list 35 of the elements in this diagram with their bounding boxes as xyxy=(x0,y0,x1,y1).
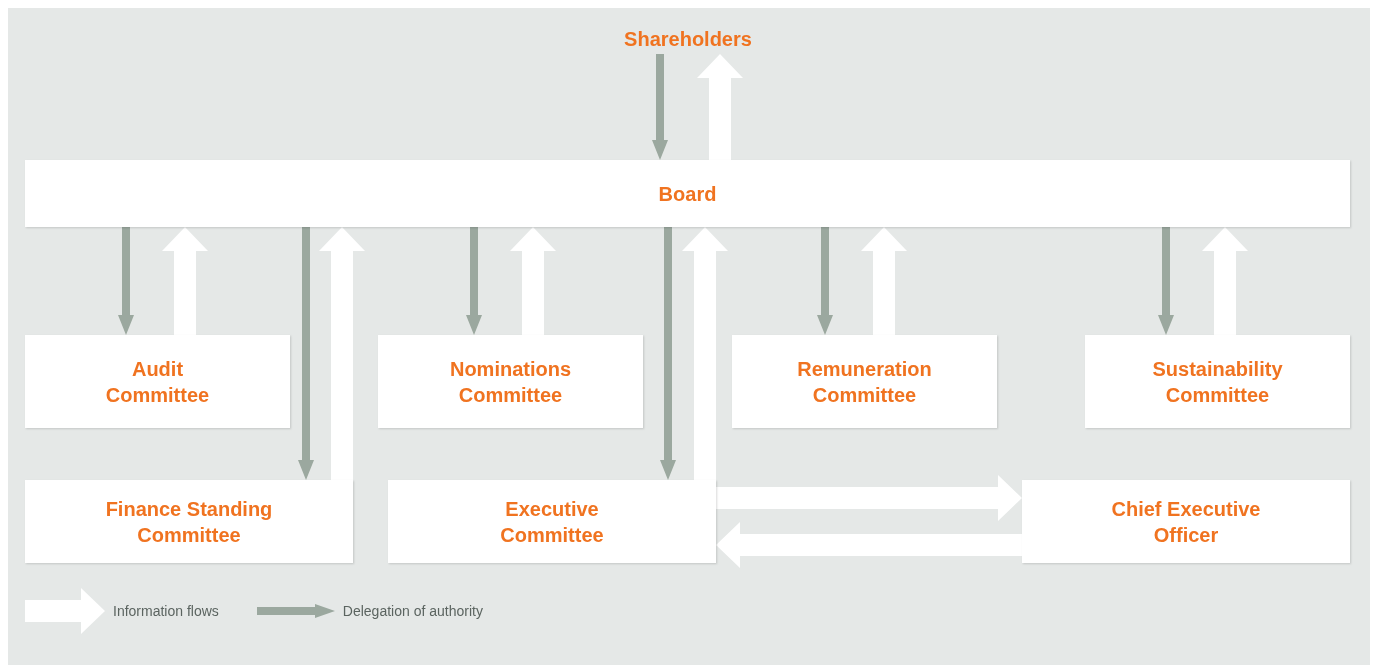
box-title: Nominations Committee xyxy=(448,356,573,408)
committee-box xyxy=(1085,335,1350,428)
legend-text: Delegation of authority xyxy=(342,601,483,621)
committee-box xyxy=(378,335,643,428)
box-title: Finance Standing Committee xyxy=(104,496,274,548)
committee-box xyxy=(1022,480,1350,563)
box-title: Audit Committee xyxy=(104,356,211,408)
box-title: Board xyxy=(658,181,717,207)
committee-box xyxy=(732,335,997,428)
heading-text: Shareholders xyxy=(624,27,752,52)
arrow xyxy=(660,227,676,480)
arrow xyxy=(118,227,134,335)
arrow xyxy=(861,227,907,335)
arrow xyxy=(162,227,208,335)
committee-box xyxy=(25,160,1350,227)
arrow xyxy=(682,227,728,480)
arrow xyxy=(697,54,743,160)
legend-text: Information flows xyxy=(113,601,219,621)
box-title: Remuneration Committee xyxy=(796,356,933,408)
committee-box xyxy=(388,480,716,563)
arrow xyxy=(510,227,556,335)
committee-box xyxy=(25,335,290,428)
box-title: Executive Committee xyxy=(499,496,605,548)
arrow xyxy=(716,475,1022,521)
arrow xyxy=(1202,227,1248,335)
arrow xyxy=(652,54,668,160)
arrow xyxy=(1158,227,1174,335)
arrow xyxy=(319,227,365,480)
arrow xyxy=(466,227,482,335)
arrow xyxy=(298,227,314,480)
arrow xyxy=(817,227,833,335)
committee-box xyxy=(25,480,353,563)
arrow xyxy=(716,522,1022,568)
box-title: Sustainability Committee xyxy=(1151,356,1284,408)
box-title: Chief Executive Officer xyxy=(1110,496,1262,548)
